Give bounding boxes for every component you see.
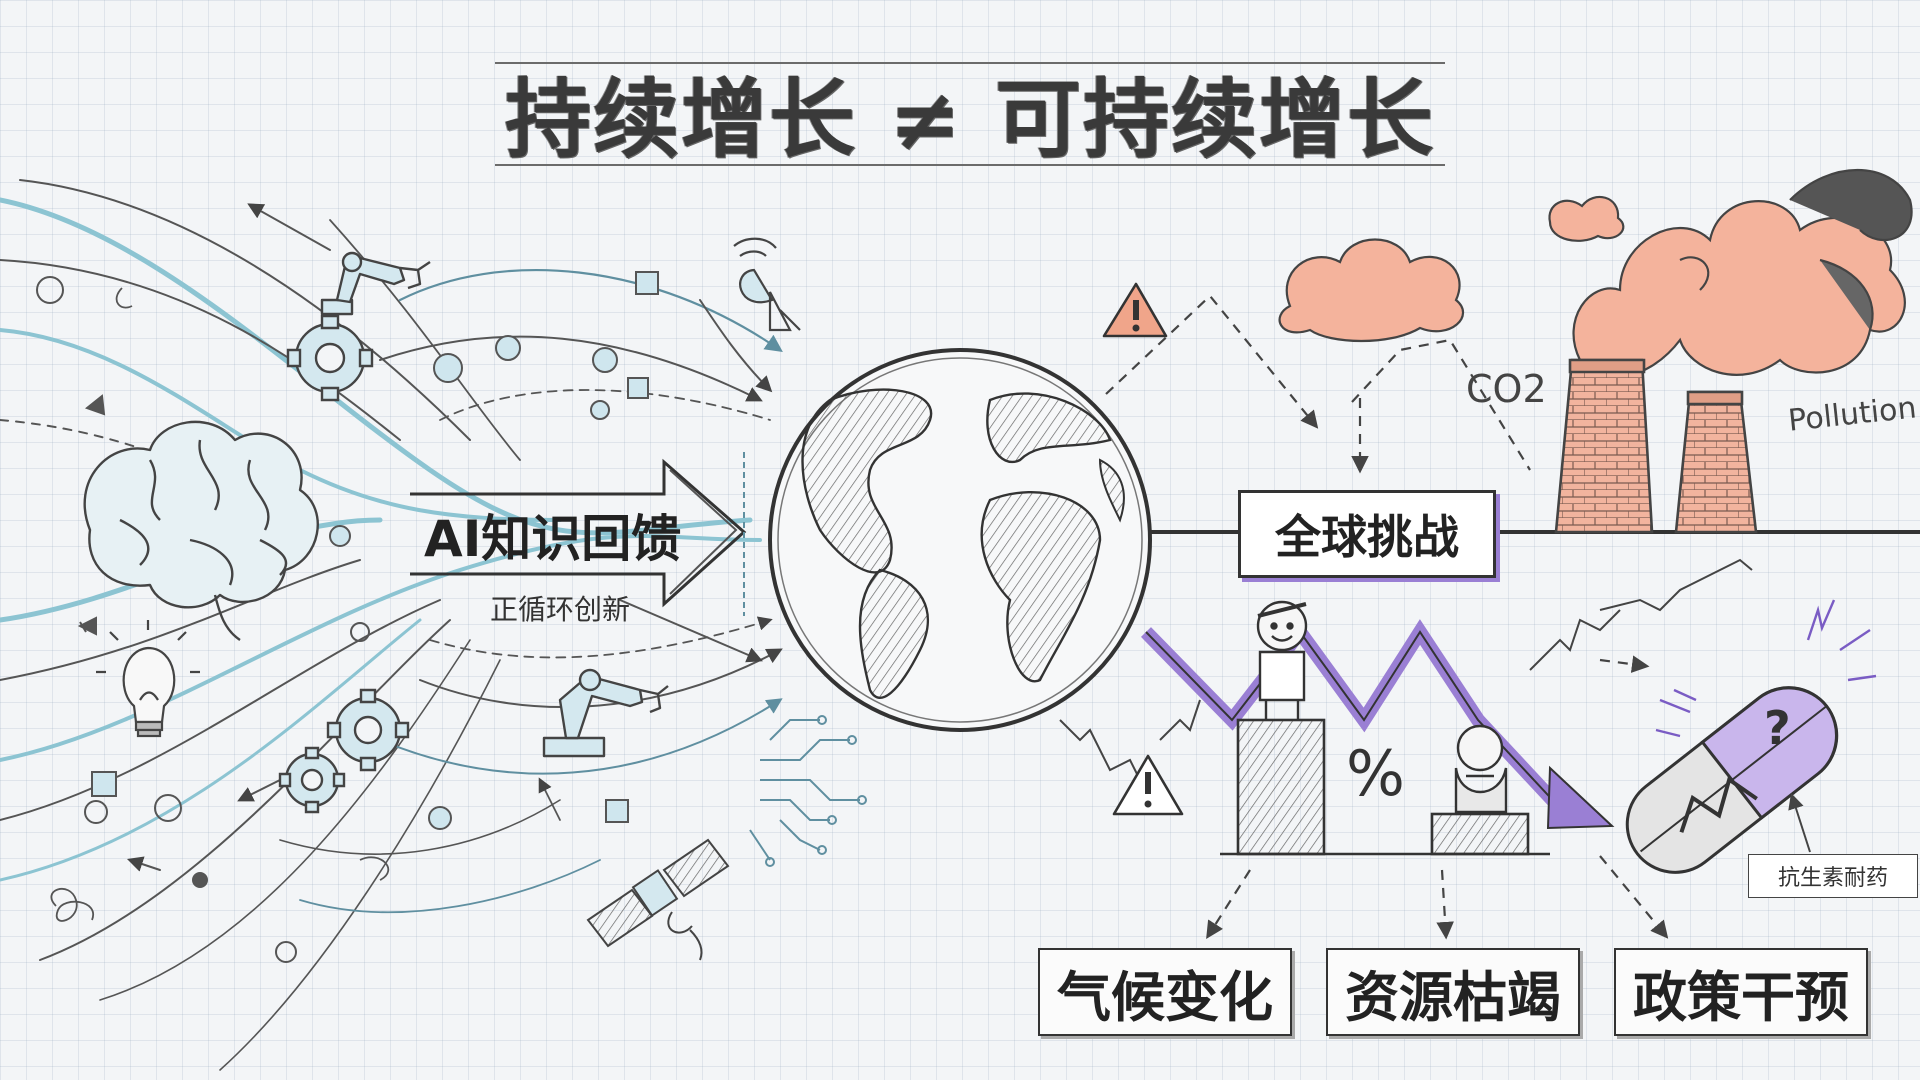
person-icon-sad [1454, 724, 1508, 814]
lightbulb-icon [96, 620, 200, 738]
policy-intervention-box: 政策干预 [1614, 948, 1868, 1036]
climate-change-box: 气候变化 [1038, 948, 1292, 1036]
person-icon [1256, 600, 1308, 720]
spark-lines [1655, 599, 1877, 738]
ai-feedback-label: AI知识回馈 [424, 510, 682, 568]
globe-icon [768, 348, 1152, 732]
antibiotic-resistance-label: 抗生素耐药 [1748, 854, 1918, 898]
dashed-arrows-bottom [1206, 655, 1669, 940]
satellite-dish-icon [733, 237, 801, 332]
swirl-decorations [50, 287, 390, 922]
percent-symbol: % [1346, 736, 1405, 810]
factory-chimney-icon [1554, 358, 1758, 534]
pillars [1220, 718, 1550, 856]
gear-icon [286, 314, 374, 402]
page-title: 持续增长 ≠ 可持续增长 [505, 69, 1435, 170]
brain-icon [83, 420, 319, 641]
gear-icon-2 [278, 688, 410, 814]
co2-label: CO2 [1466, 367, 1547, 411]
pill-callout-arrow [1788, 792, 1811, 853]
dashed-arrows-top [1105, 294, 1531, 474]
smoke-cloud-icon [1278, 169, 1913, 379]
title-frame [495, 62, 1445, 166]
decline-zigzag-arrow [1140, 619, 1615, 830]
robot-arm-icon [320, 251, 431, 316]
satellite-icon [586, 838, 730, 961]
svg-text:?: ? [1764, 701, 1791, 755]
jagged-lines [1059, 558, 1753, 781]
circuit-icon [749, 715, 867, 867]
global-challenge-box: 全球挑战 [1238, 490, 1496, 578]
warning-icon-2 [1112, 754, 1184, 816]
ai-feedback-arrow [410, 452, 747, 616]
pill-icon: ? [1625, 686, 1839, 874]
flow-nodes [36, 271, 659, 963]
positive-cycle-label: 正循环创新 [490, 593, 631, 626]
robot-arm-icon-2 [542, 668, 669, 758]
warning-icon [1102, 282, 1168, 338]
resource-depletion-box: 资源枯竭 [1326, 948, 1580, 1036]
